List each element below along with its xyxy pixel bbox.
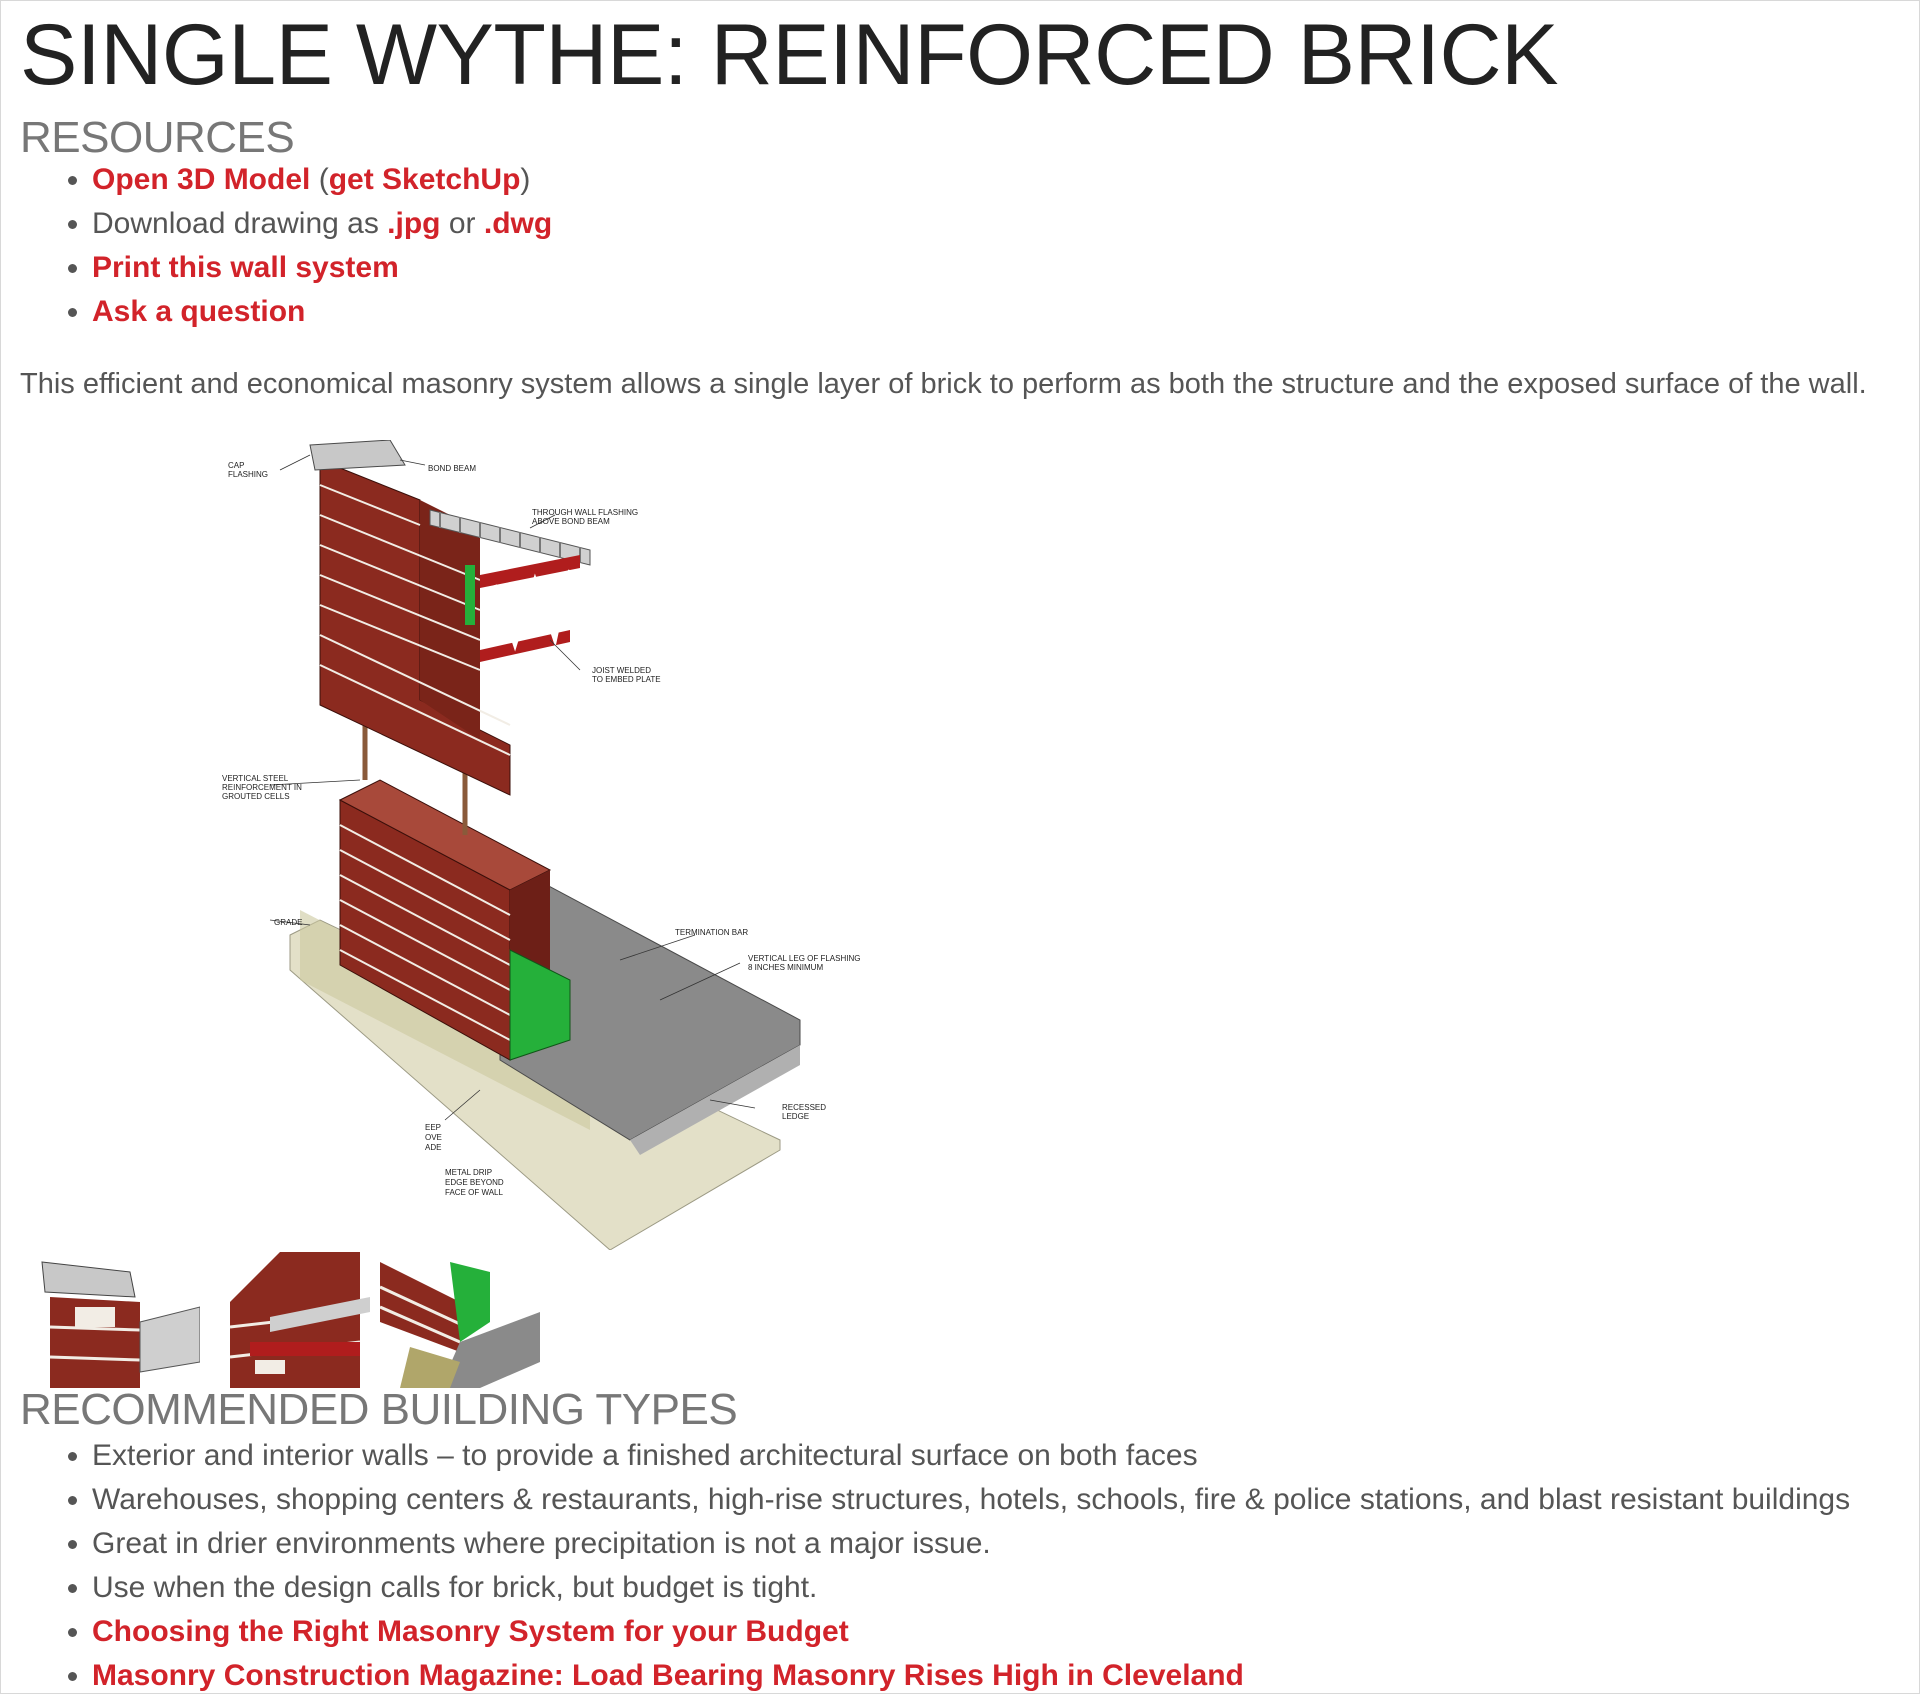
label-weep-2: OVE: [425, 1133, 442, 1142]
open-3d-model-link[interactable]: Open 3D Model: [92, 163, 311, 196]
recommended-item: Exterior and interior walls – to provide…: [92, 1434, 1850, 1478]
label-recessed-1: RECESSED: [782, 1103, 826, 1112]
paren-open: (: [310, 163, 329, 196]
recommended-heading: RECOMMENDED BUILDING TYPES: [20, 1385, 738, 1434]
label-vertical-leg-1: VERTICAL LEG OF FLASHING: [748, 954, 860, 963]
recommended-item: Great in drier environments where precip…: [92, 1522, 1850, 1566]
through-wall-flashing-upper: [465, 565, 475, 625]
label-bond-beam: BOND BEAM: [428, 464, 476, 473]
label-metal-drip-1: METAL DRIP: [445, 1168, 492, 1177]
label-vertical-steel-1: VERTICAL STEEL: [222, 774, 289, 783]
recommended-list: Exterior and interior walls – to provide…: [20, 1434, 1850, 1698]
label-cap-flashing-1: CAP: [228, 461, 244, 470]
deck-ribs: [439, 512, 581, 563]
download-or: or: [440, 207, 484, 240]
through-wall-flashing-lower: [509, 949, 571, 1061]
label-weep-3: ADE: [425, 1143, 441, 1152]
print-wall-system-link[interactable]: Print this wall system: [92, 251, 399, 284]
resource-item-print: Print this wall system: [92, 246, 552, 290]
label-vertical-leg-2: 8 INCHES MINIMUM: [748, 963, 823, 972]
resource-item-model: Open 3D Model (get SketchUp): [92, 158, 552, 202]
upper-brick-wall: [319, 459, 511, 796]
recommended-item-link-2: Masonry Construction Magazine: Load Bear…: [92, 1654, 1850, 1698]
download-prefix: Download drawing as: [92, 207, 388, 240]
resource-item-ask: Ask a question: [92, 290, 552, 334]
leader-lines: [269, 454, 756, 1121]
download-jpg-link[interactable]: .jpg: [387, 207, 441, 240]
label-recessed-2: LEDGE: [782, 1112, 809, 1121]
label-grade: GRADE: [274, 918, 302, 927]
lower-mortar-joints: [339, 824, 511, 1041]
label-vertical-steel-3: GROUTED CELLS: [222, 792, 290, 801]
label-joist-1: JOIST WELDED: [592, 666, 651, 675]
thumbnail-base-flashing[interactable]: [380, 1252, 540, 1388]
label-cap-flashing-2: FLASHING: [228, 470, 268, 479]
resource-item-download: Download drawing as .jpg or .dwg: [92, 202, 552, 246]
thumbnail-cap-flashing[interactable]: [40, 1252, 200, 1388]
download-dwg-link[interactable]: .dwg: [483, 207, 553, 240]
label-joist-2: TO EMBED PLATE: [592, 675, 661, 684]
label-through-wall-1: THROUGH WALL FLASHING: [532, 508, 638, 517]
label-termination-bar: TERMINATION BAR: [675, 928, 748, 937]
ask-question-link[interactable]: Ask a question: [92, 295, 306, 328]
upper-wall-side: [420, 500, 480, 740]
joist-web: [493, 569, 572, 652]
choosing-masonry-system-link[interactable]: Choosing the Right Masonry System for yo…: [92, 1615, 849, 1648]
recommended-item: Warehouses, shopping centers & restauran…: [92, 1478, 1850, 1522]
intro-paragraph: This efficient and economical masonry sy…: [20, 368, 1867, 400]
joist-top-chord: [480, 555, 580, 588]
label-vertical-steel-2: REINFORCEMENT IN: [222, 783, 302, 792]
joist-bottom-chord: [480, 630, 570, 662]
label-metal-drip-3: FACE OF WALL: [445, 1188, 503, 1197]
metal-deck: [429, 509, 591, 566]
label-through-wall-2: ABOVE BOND BEAM: [532, 517, 610, 526]
page-title: SINGLE WYTHE: REINFORCED BRICK: [20, 7, 1558, 103]
upper-mortar-joints: [319, 484, 511, 756]
resources-heading: RESOURCES: [20, 113, 295, 162]
slab-edge: [630, 1045, 800, 1155]
wall-system-drawing[interactable]: CAP FLASHING BOND BEAM THROUGH WALL FLAS…: [210, 440, 910, 1250]
label-weep-1: EEP: [425, 1123, 441, 1132]
resources-list: Open 3D Model (get SketchUp) Download dr…: [20, 158, 552, 334]
cap-flashing: [309, 440, 406, 471]
label-metal-drip-2: EDGE BEYOND: [445, 1178, 504, 1187]
thumbnail-joist-bearing[interactable]: [210, 1252, 370, 1388]
get-sketchup-link[interactable]: get SketchUp: [328, 163, 521, 196]
masonry-construction-magazine-link[interactable]: Masonry Construction Magazine: Load Bear…: [92, 1659, 1244, 1692]
paren-close: ): [520, 163, 531, 196]
recommended-item-link-1: Choosing the Right Masonry System for yo…: [92, 1610, 1850, 1654]
recommended-item: Use when the design calls for brick, but…: [92, 1566, 1850, 1610]
